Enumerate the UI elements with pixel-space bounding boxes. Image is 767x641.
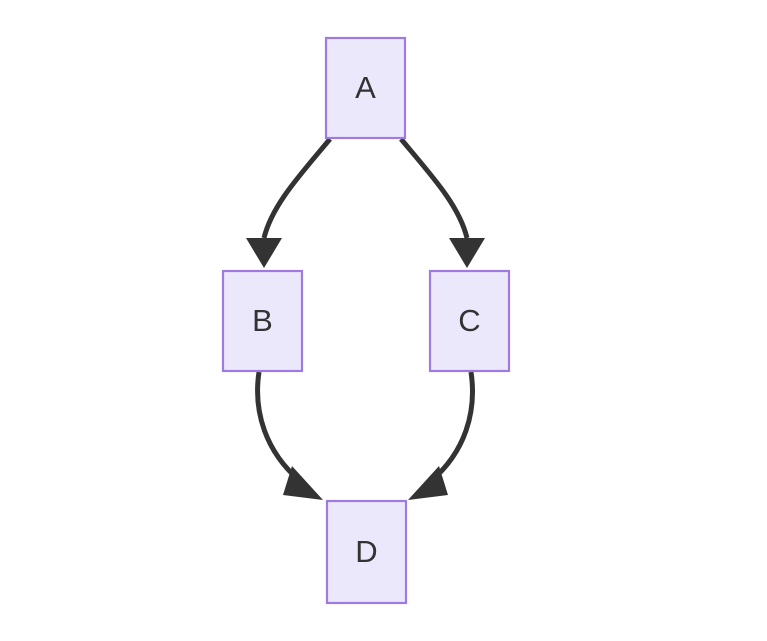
node-d-label: D <box>355 534 377 569</box>
edge-a-to-c-arrowhead <box>449 238 485 268</box>
node-c[interactable]: C <box>428 269 511 373</box>
edge-b-to-d-arrowhead <box>283 466 323 500</box>
node-d[interactable]: D <box>325 499 408 605</box>
edge-b-to-d-path <box>255 371 302 483</box>
edge-b-to-d <box>255 371 323 500</box>
node-d-box[interactable] <box>325 499 408 605</box>
edge-a-to-c <box>399 137 485 268</box>
node-b-box[interactable] <box>221 269 304 373</box>
edge-a-to-b-path <box>261 137 332 239</box>
node-a-label: A <box>355 70 376 105</box>
edge-a-to-b-arrowhead <box>246 238 282 268</box>
node-c-label: C <box>458 303 480 338</box>
edge-c-to-d-arrowhead <box>408 466 448 500</box>
node-a-box[interactable] <box>324 36 407 140</box>
node-b-label: B <box>252 303 273 338</box>
node-b[interactable]: B <box>221 269 304 373</box>
node-c-box[interactable] <box>428 269 511 373</box>
edge-a-to-b <box>246 137 332 268</box>
edge-c-to-d <box>408 371 475 500</box>
edge-a-to-c-path <box>399 137 470 239</box>
edge-c-to-d-path <box>429 371 475 483</box>
node-a[interactable]: A <box>324 36 407 140</box>
